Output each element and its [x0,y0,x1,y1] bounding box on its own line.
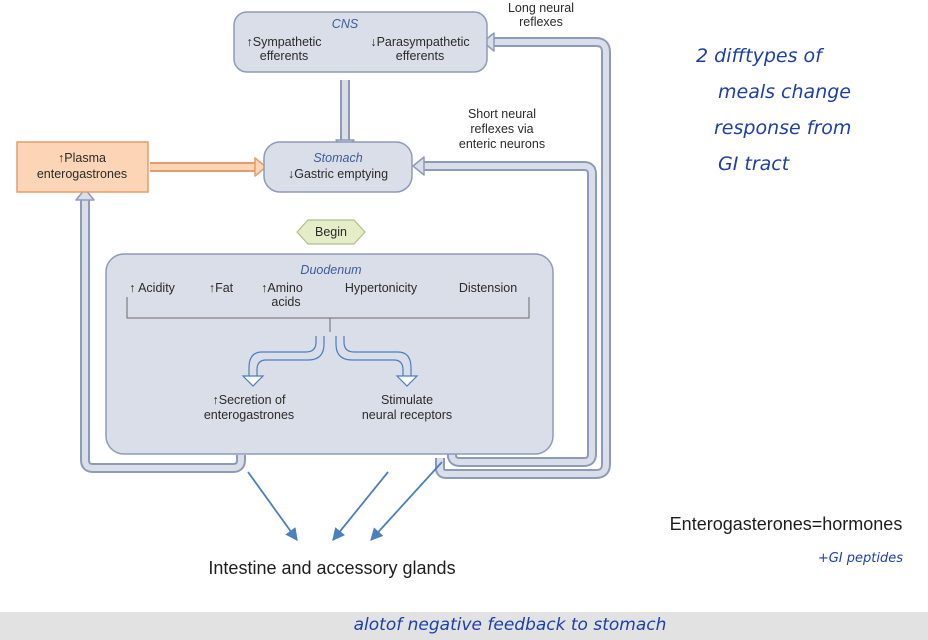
handwritten-note-right: 2 difftypes of meals change response fro… [696,45,851,175]
split-arrow-right [343,336,412,376]
stimulus-distension: Distension [459,281,517,295]
cns-parasympathetic-label: ↓Parasympathetic [370,35,469,49]
svg-text:reflexes: reflexes [519,15,563,29]
arrowhead-plasma-to-stomach [254,157,267,177]
stomach-node: Stomach ↓Gastric emptying [263,141,413,193]
stimulus-acidity: ↑ Acidity [129,281,176,295]
arrow-neural-to-intestine-2 [370,461,443,541]
stimulus-amino-2: acids [271,295,300,309]
arrow-neural-to-intestine-1 [332,471,389,541]
cns-sympathetic-label-2: efferents [260,49,308,63]
stimulus-amino: ↑Amino [261,281,303,295]
arrowhead-into-stomach-right [412,156,425,176]
svg-text:enteric neurons: enteric neurons [459,137,545,151]
plasma-enterogastrones-node: ↑Plasma enterogastrones [16,141,149,193]
split-arrow-left [248,336,317,376]
handwritten-peptides: +GI peptides [818,551,903,566]
cns-parasympathetic-label-2: efferents [396,49,444,63]
cns-sympathetic-label: ↑Sympathetic [246,35,321,49]
handwritten-footer: alotof negative feedback to stomach [354,615,667,635]
duodenum-title: Duodenum [300,263,361,277]
arrow-secretion-to-intestine [247,471,298,542]
svg-text:GI tract: GI tract [718,153,791,175]
svg-text:response from: response from [714,117,851,139]
cns-node: CNS ↑Sympathetic efferents ↓Parasympathe… [233,11,488,73]
stimulus-fat: ↑Fat [209,281,234,295]
begin-marker: Begin [296,219,366,245]
svg-text:↑Plasma: ↑Plasma [58,151,106,165]
output-neural-2: neural receptors [362,408,452,422]
svg-text:Long neural: Long neural [508,1,574,15]
output-secretion: ↑Secretion of [213,393,286,407]
short-reflex-label: Short neural reflexes via enteric neuron… [459,107,545,151]
output-neural: Stimulate [381,393,433,407]
duodenum-node: Duodenum ↑ Acidity ↑Fat ↑Amino acids Hyp… [105,253,554,455]
arrowhead-into-plasma [75,188,95,201]
svg-text:reflexes via: reflexes via [470,122,533,136]
footer-band [0,612,928,640]
stimuli-bracket [126,297,530,332]
connector-pipes [80,37,611,479]
cns-title: CNS [332,17,359,31]
hormone-note: Enterogasterones=hormones [670,514,903,534]
svg-text:2 difftypes of: 2 difftypes of [696,45,825,67]
output-secretion-2: enterogastrones [204,408,294,422]
svg-text:meals change: meals change [718,81,851,103]
annotation-arrows [247,461,443,542]
stomach-effect: ↓Gastric emptying [288,167,388,181]
long-reflex-label: Long neural reflexes [508,1,574,29]
svg-text:Begin: Begin [315,225,347,239]
stomach-title: Stomach [313,151,362,165]
target-intestine-label: Intestine and accessory glands [208,558,455,578]
arrowhead-into-cns [482,32,495,52]
stimulus-hypertonicity: Hypertonicity [345,281,418,295]
svg-text:Short neural: Short neural [468,107,536,121]
svg-text:enterogastrones: enterogastrones [37,167,127,181]
